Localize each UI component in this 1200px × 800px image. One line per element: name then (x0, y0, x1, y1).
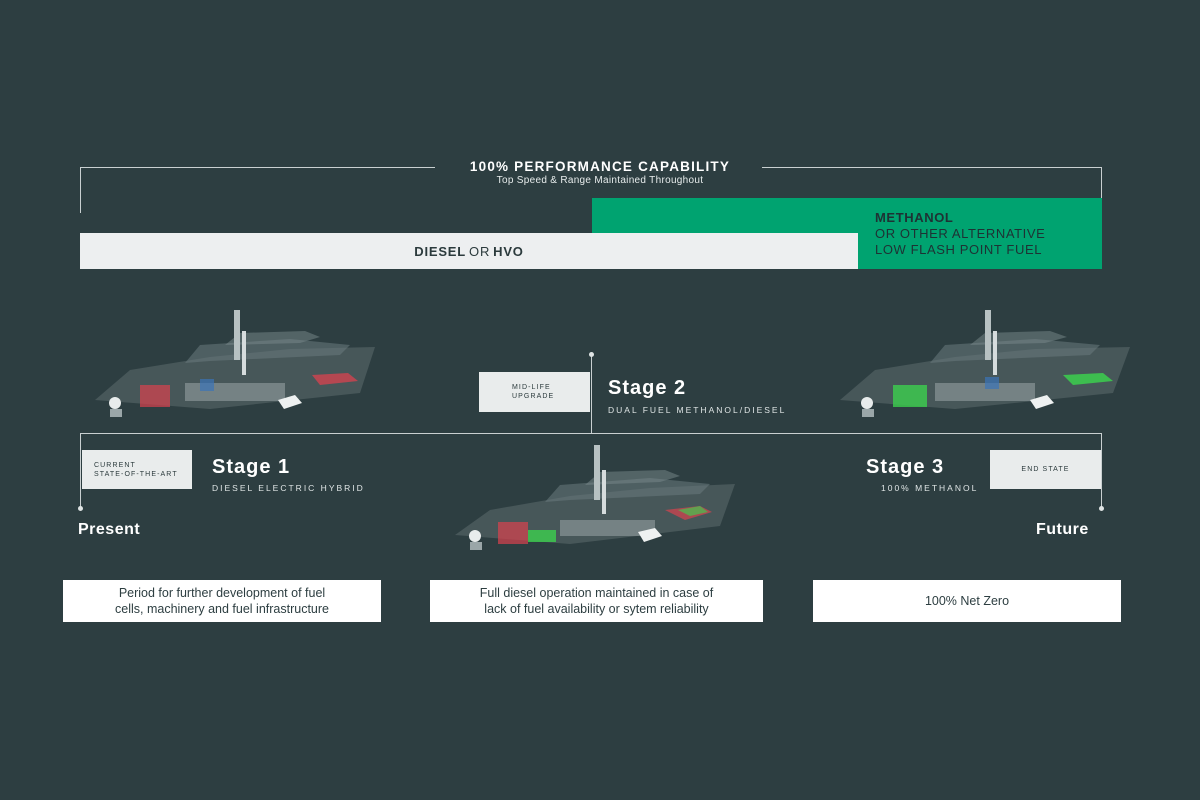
stage-2-subtitle: DUAL FUEL METHANOL/DIESEL (608, 405, 787, 415)
timeline-end-label: Future (1036, 521, 1089, 538)
hvo-label: HVO (493, 243, 524, 259)
timeline-horizontal (80, 433, 1102, 434)
performance-bracket-right-vertical (1101, 167, 1102, 198)
note-stage-2: Full diesel operation maintained in case… (430, 580, 763, 622)
stage-3-box-line-1: END STATE (1021, 466, 1070, 473)
ship-stage-1-illustration (95, 310, 375, 417)
performance-bracket-top-left (80, 167, 435, 168)
timeline-end-dot (1099, 506, 1104, 511)
timeline-left-vertical (80, 433, 81, 508)
stage-1-title: Stage 1 (212, 456, 291, 478)
note-stage-2-line-2: lack of fuel availability or sytem relia… (484, 602, 709, 616)
timeline-start-label: Present (78, 521, 141, 538)
diesel-label: DIESEL (414, 243, 467, 259)
stage-3-subtitle: 100% METHANOL (881, 483, 979, 493)
note-stage-3: 100% Net Zero (813, 580, 1121, 622)
stage-2-box-line-1: MID-LIFE (512, 384, 551, 391)
note-stage-1-line-1: Period for further development of fuel (118, 586, 326, 600)
diesel-or-label: OR (469, 243, 491, 259)
performance-bracket-top-right (762, 167, 1102, 168)
stage-3-title: Stage 3 (866, 456, 945, 478)
performance-title: 100% PERFORMANCE CAPABILITY (469, 159, 731, 174)
stage-1-box: CURRENT STATE-OF-THE-ART (82, 450, 192, 489)
methanol-line-2: LOW FLASH POINT FUEL (875, 242, 1043, 257)
methanol-title: METHANOL (875, 210, 954, 225)
note-stage-1-line-2: cells, machinery and fuel infrastructure (115, 602, 329, 616)
stage-1-subtitle: DIESEL ELECTRIC HYBRID (212, 483, 365, 493)
stage-1-box-line-1: CURRENT (94, 461, 136, 469)
stage-3-box: END STATE (990, 450, 1101, 489)
stage-2-title: Stage 2 (608, 377, 687, 399)
performance-subtitle: Top Speed & Range Maintained Throughout (496, 175, 704, 186)
timeline-start-dot (78, 506, 83, 511)
note-stage-2-line-1: Full diesel operation maintained in case… (479, 586, 714, 600)
stage-2-box: MID-LIFE UPGRADE (479, 372, 590, 412)
timeline-mid-dot (589, 352, 594, 357)
ship-stage-2-illustration (455, 445, 735, 550)
diesel-bar: DIESEL OR HVO (80, 233, 858, 269)
note-stage-1: Period for further development of fuel c… (63, 580, 381, 622)
methanol-label: METHANOL OR OTHER ALTERNATIVE LOW FLASH … (875, 210, 1095, 258)
note-stage-3-line-1: 100% Net Zero (924, 594, 1010, 608)
stage-2-box-line-2: UPGRADE (512, 393, 555, 400)
timeline-center-vertical (591, 355, 592, 433)
ship-stage-3-illustration (840, 310, 1130, 417)
stage-1-box-line-2: STATE-OF-THE-ART (94, 470, 178, 478)
performance-bracket-left-vertical (80, 167, 81, 213)
timeline-right-vertical (1101, 433, 1102, 508)
methanol-line-1: OR OTHER ALTERNATIVE (875, 226, 1046, 241)
